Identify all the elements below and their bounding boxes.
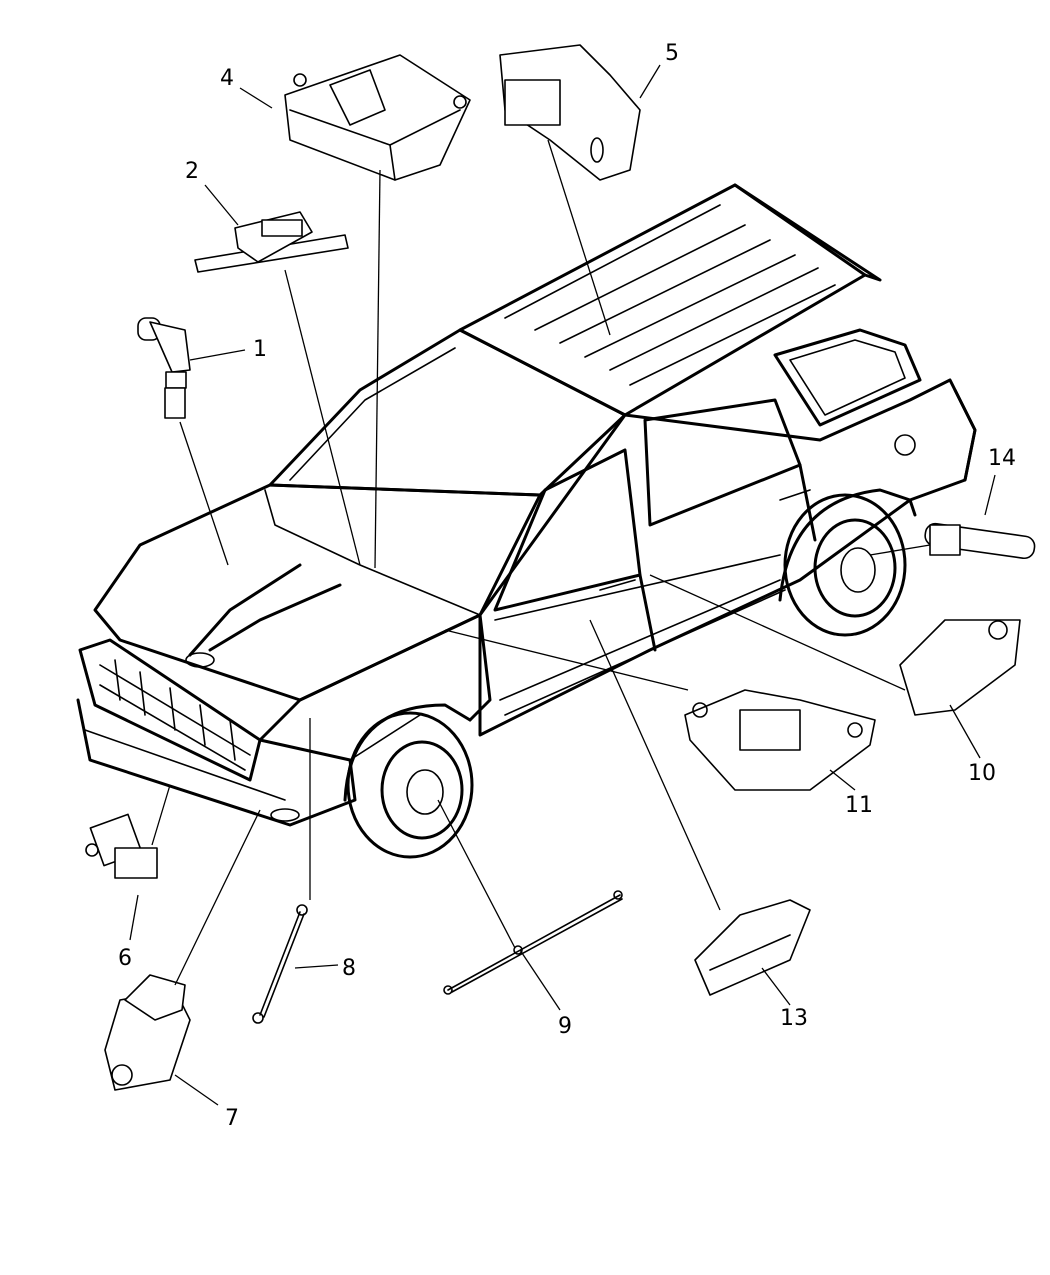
callout-11: 11 bbox=[845, 793, 873, 818]
part-4-module bbox=[284, 54, 471, 181]
part-14-sensor bbox=[924, 522, 1036, 560]
part-11-module bbox=[684, 689, 876, 791]
callout-9: 9 bbox=[558, 1014, 572, 1039]
part-7-impact-sensor bbox=[104, 974, 191, 1091]
part-1-sensor bbox=[137, 317, 191, 419]
part-8-harness bbox=[252, 904, 308, 1024]
callout-5: 5 bbox=[665, 41, 679, 66]
callout-14: 14 bbox=[988, 446, 1016, 471]
callout-7: 7 bbox=[225, 1106, 239, 1131]
callout-1: 1 bbox=[253, 337, 267, 362]
callout-8: 8 bbox=[342, 956, 356, 981]
part-9-cable bbox=[443, 890, 623, 995]
callout-4: 4 bbox=[220, 66, 234, 91]
vehicle-illustration bbox=[76, 183, 977, 859]
part-2-sensor bbox=[194, 211, 349, 273]
callout-13: 13 bbox=[780, 1006, 808, 1031]
callout-2: 2 bbox=[185, 159, 199, 184]
callout-10: 10 bbox=[968, 761, 996, 786]
part-13-module bbox=[694, 899, 811, 996]
part-10-sensor bbox=[899, 619, 1021, 716]
callout-6: 6 bbox=[118, 946, 132, 971]
leader-lines bbox=[129, 64, 996, 1106]
part-5-bracket bbox=[499, 44, 641, 181]
part-6-switch bbox=[85, 813, 158, 879]
